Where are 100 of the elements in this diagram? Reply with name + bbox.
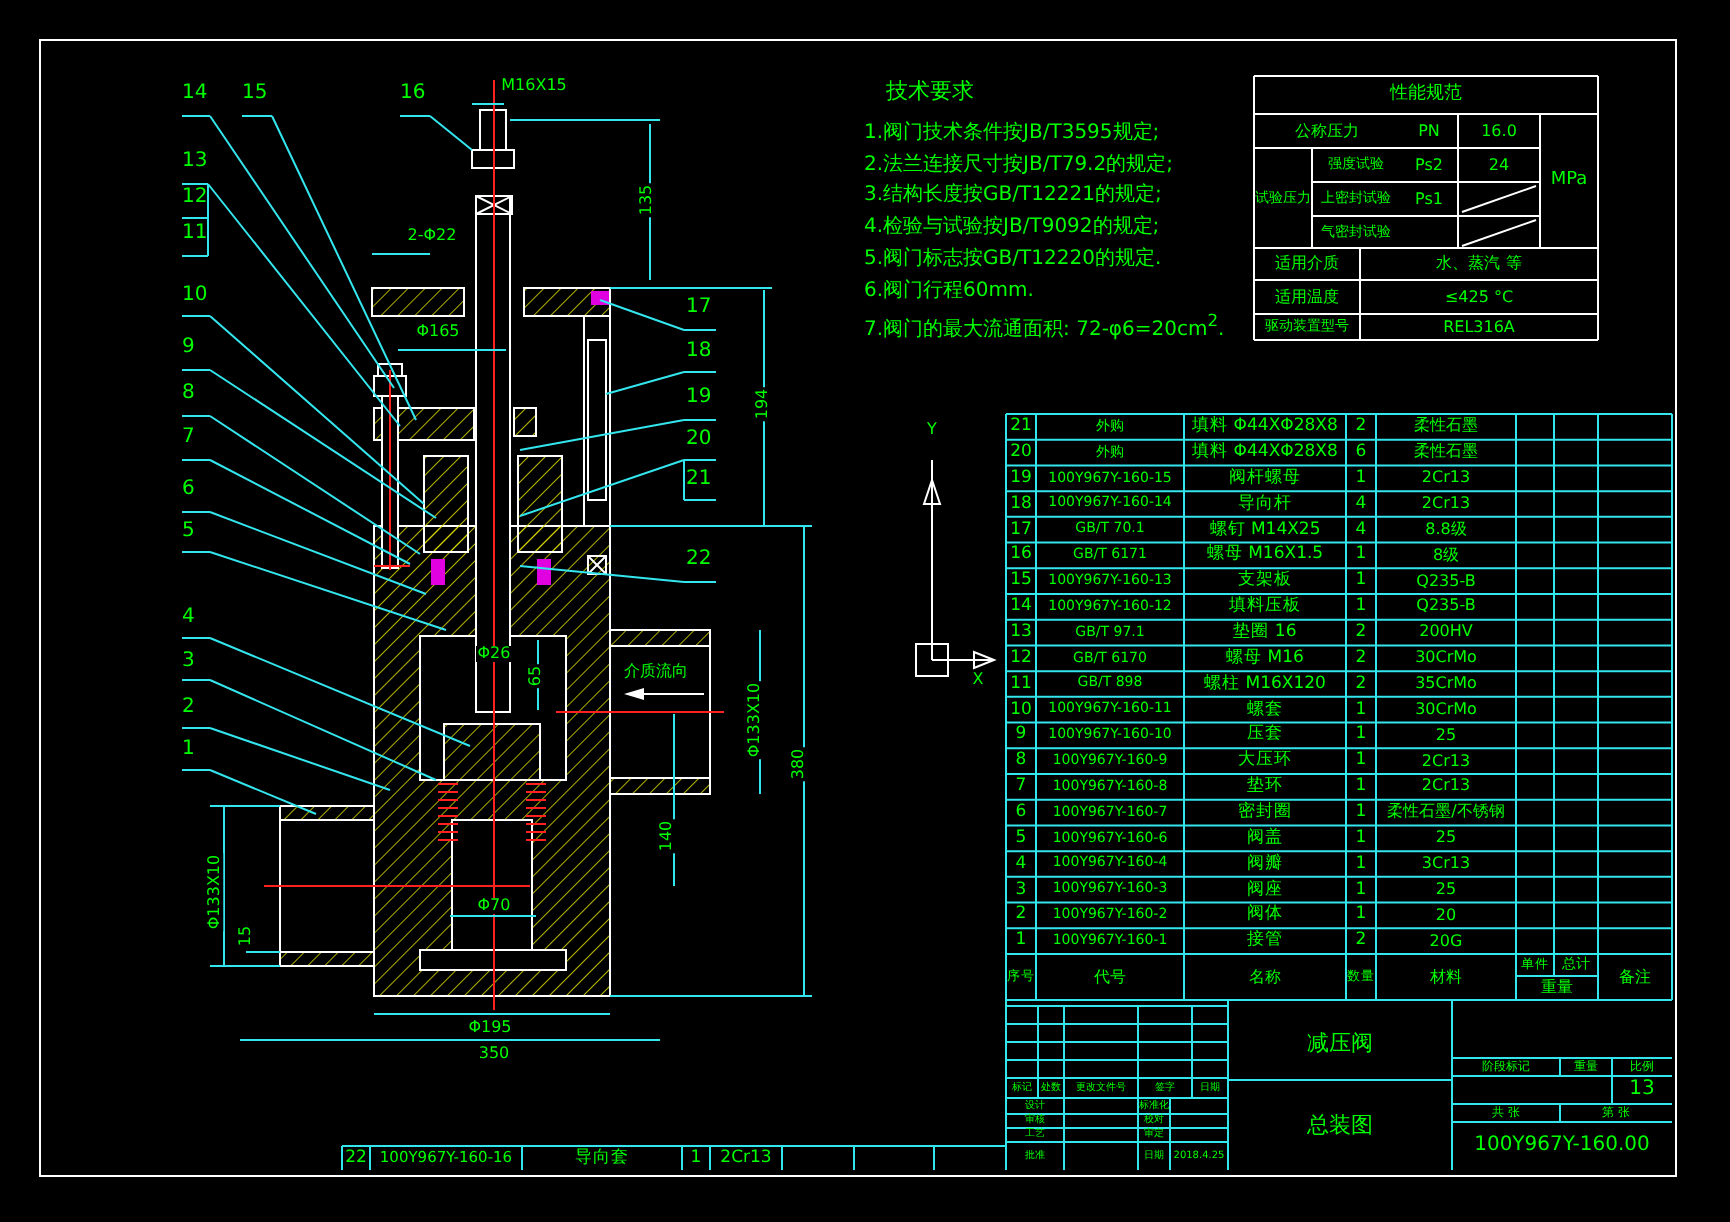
requirement-text: 6.阀门行程60mm. <box>864 281 1034 301</box>
item-number: 16 <box>1010 546 1032 564</box>
column-header: 代号 <box>1094 969 1126 985</box>
part-name: 阀盖 <box>1247 829 1283 847</box>
item-number: 21 <box>1010 418 1032 436</box>
part-material: 30CrMo <box>1415 650 1477 667</box>
leader-line <box>181 415 421 555</box>
requirement-text: 4.检验与试验按JB/T9092的规定; <box>864 218 1160 239</box>
part-name: 压套 <box>1247 726 1283 744</box>
item-number: 8 <box>1015 752 1027 770</box>
leader-line <box>605 371 717 395</box>
part-quantity: 2 <box>1355 932 1367 950</box>
requirement-text: 5.阀门标志按GB/T12220的规定. <box>864 249 1162 270</box>
leader-line <box>181 551 447 631</box>
dimension-text: Φ165 <box>414 324 462 340</box>
callout-number: 8 <box>182 384 195 404</box>
callout-number: 18 <box>686 342 712 362</box>
part-name: 螺母 M16X1.5 <box>1206 546 1324 564</box>
item-number: 19 <box>1010 469 1032 487</box>
dimension-text: 15 <box>238 923 254 949</box>
callout-number: 14 <box>182 84 208 104</box>
leader-line <box>181 115 395 389</box>
drawing-number: 100Y967Y-160.00 <box>1474 1136 1650 1156</box>
part-quantity: 2 <box>1355 624 1367 642</box>
part-quantity: 1 <box>1355 572 1367 590</box>
requirement-text: 1.阀门技术条件按JB/T3595规定; <box>864 124 1160 144</box>
item-number: 5 <box>1015 829 1027 847</box>
part-name: 支架板 <box>1238 572 1292 590</box>
callout-number: 1 <box>182 740 195 760</box>
axis-label: Y <box>925 422 939 438</box>
part-material: 2Cr13 <box>1421 495 1471 512</box>
dimension-text: 65 <box>528 663 544 689</box>
spec-text: 性能规范 <box>1390 86 1462 104</box>
part-material: 20G <box>1429 933 1463 950</box>
column-header: 重量 <box>1541 980 1573 996</box>
part-material: 柔性石墨 <box>1414 418 1478 435</box>
leader-line <box>181 183 401 427</box>
leader-line <box>519 459 717 517</box>
item-number: 6 <box>1015 804 1027 822</box>
part-quantity: 4 <box>1355 495 1367 513</box>
callout-number: 19 <box>686 388 712 408</box>
spec-text: MPa <box>1550 172 1588 190</box>
part-name: 阀杆螺母 <box>1229 469 1301 487</box>
item-number: 18 <box>1010 495 1032 513</box>
item-number: 12 <box>1010 649 1032 667</box>
spec-text: 适用温度 <box>1275 289 1339 305</box>
callout-number: 20 <box>686 430 712 450</box>
part-name: 密封圈 <box>1238 804 1292 822</box>
flow-direction-label: 介质流向 <box>622 664 690 680</box>
spec-text: Ps2 <box>1415 157 1443 173</box>
scale-value: 13 <box>1629 1080 1655 1100</box>
part-material: 8.8级 <box>1425 521 1467 538</box>
part-name: 垫圈 16 <box>1233 624 1297 642</box>
callout-number: 4 <box>182 608 195 628</box>
part-name: 阀体 <box>1247 906 1283 924</box>
item-number: 14 <box>1010 598 1032 616</box>
leader-line <box>181 511 427 595</box>
item-number: 4 <box>1015 855 1027 873</box>
spec-text: 适用介质 <box>1275 256 1339 272</box>
dimension-text: 135 <box>640 182 656 218</box>
part-material: Q235-B <box>1416 573 1476 590</box>
part-quantity: 1 <box>1355 778 1367 796</box>
leader-line <box>399 115 473 151</box>
item-number: 15 <box>1010 572 1032 590</box>
part-material: 25 <box>1435 727 1457 744</box>
part-quantity: 1 <box>1355 752 1367 770</box>
part-material: 2Cr13 <box>1421 778 1471 795</box>
callout-number: 17 <box>686 298 712 318</box>
part-name: 导向杆 <box>1238 495 1292 513</box>
leader-line <box>519 565 717 583</box>
part-name: 填料 Φ44XΦ28X8 <box>1192 444 1338 462</box>
part-material: 8级 <box>1432 547 1460 564</box>
leader-line <box>599 299 717 331</box>
part-material: 25 <box>1435 830 1457 847</box>
drawing-title: 减压阀 <box>1307 1032 1373 1054</box>
part-name: 螺母 M16 <box>1226 649 1304 667</box>
part-name: 接管 <box>1247 932 1283 950</box>
item-number: 17 <box>1010 521 1032 539</box>
part-name: 阀瓣 <box>1247 855 1283 873</box>
part-material: 2Cr13 <box>720 1149 772 1167</box>
part-quantity: 2 <box>1355 418 1367 436</box>
part-quantity: 1 <box>690 1149 702 1167</box>
item-number: 7 <box>1015 778 1027 796</box>
part-material: Q235-B <box>1416 598 1476 615</box>
leader-line <box>241 115 417 421</box>
part-material: 200HV <box>1419 624 1473 641</box>
part-material: 2Cr13 <box>1421 753 1471 770</box>
part-name: 填料压板 <box>1229 598 1301 616</box>
part-name: 阀座 <box>1247 881 1283 899</box>
drawing-subtitle: 总装图 <box>1307 1114 1373 1136</box>
part-material: 柔性石墨 <box>1414 444 1478 461</box>
leader-line <box>181 315 425 505</box>
part-quantity: 1 <box>1355 829 1367 847</box>
item-number: 9 <box>1015 726 1027 744</box>
callout-number: 10 <box>182 286 208 306</box>
part-material: 25 <box>1435 881 1457 898</box>
item-number: 13 <box>1010 624 1032 642</box>
part-material: 30CrMo <box>1415 701 1477 718</box>
thread-dimension: M16X15 <box>499 78 569 94</box>
part-quantity: 2 <box>1355 649 1367 667</box>
